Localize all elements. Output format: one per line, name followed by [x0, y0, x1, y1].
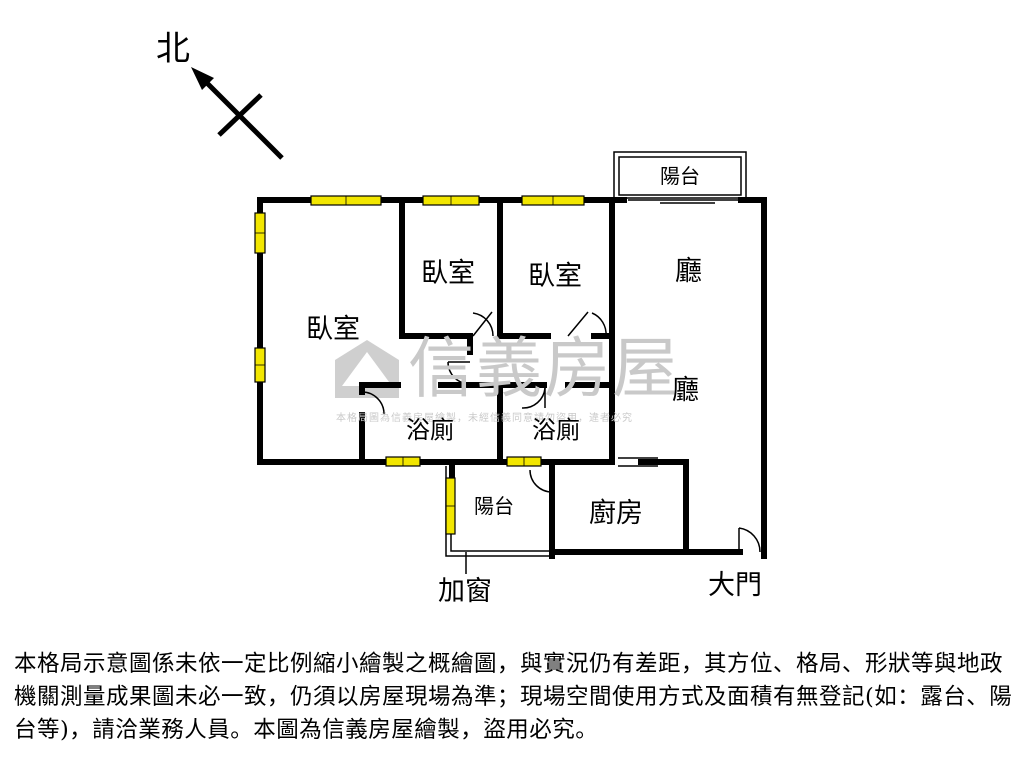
walls [257, 197, 767, 559]
north-label: 北 [156, 29, 190, 69]
watermark-subtext: 本格局圖為信義房屋繪製，未經信義同意請勿盜用，違者必究 [336, 413, 633, 424]
doors [361, 311, 761, 553]
room-kitchen: 廚房 [589, 498, 643, 529]
room-bath-1: 浴廁 [406, 416, 454, 444]
compass-icon [191, 67, 284, 160]
room-living-1: 廳 [675, 256, 702, 287]
room-living-2: 廳 [672, 375, 699, 406]
room-bedroom-main: 臥室 [306, 314, 360, 345]
watermark-brand: 信義房屋 [408, 330, 680, 407]
room-bedroom-3: 臥室 [528, 261, 582, 292]
disclaimer-text: 本格局示意圖係未依一定比例縮小繪製之概繪圖，與實況仍有差距，其方位、格局、形狀等… [14, 651, 1013, 743]
room-bedroom-2: 臥室 [421, 258, 475, 289]
room-bath-2: 浴廁 [532, 416, 580, 444]
room-balcony-bottom: 陽台 [474, 494, 514, 518]
added-window-label: 加窗 [438, 576, 492, 607]
room-balcony-top: 陽台 [660, 164, 700, 188]
watermark-logo-icon [335, 340, 399, 398]
main-door-label: 大門 [708, 570, 762, 601]
